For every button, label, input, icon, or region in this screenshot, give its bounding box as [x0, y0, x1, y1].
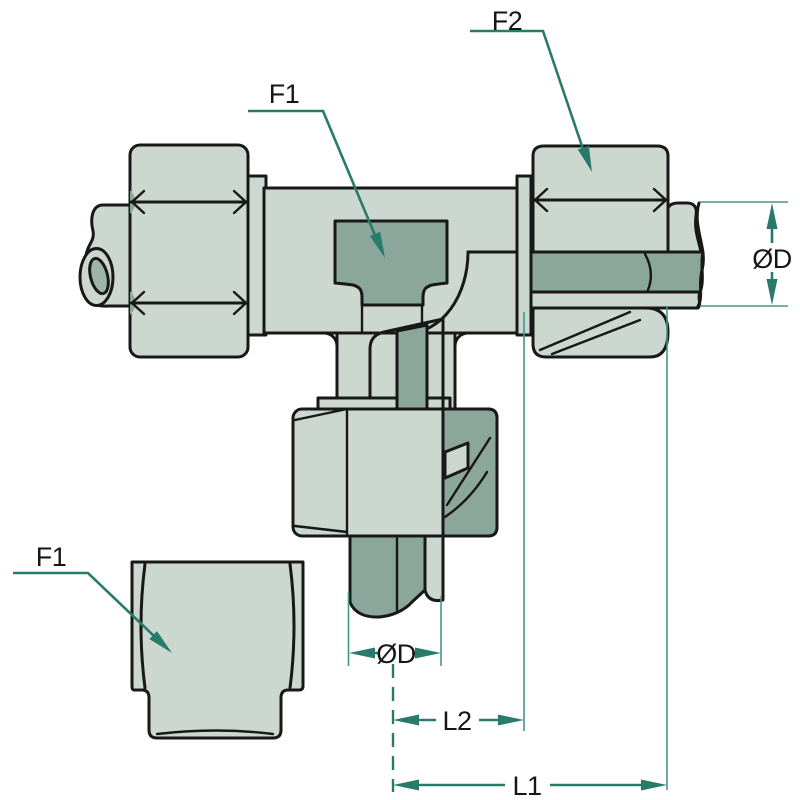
- callout-f1-bottom: F1: [13, 542, 172, 653]
- l2-label: L2: [442, 706, 471, 736]
- left-nut: [128, 143, 250, 359]
- right-tube: [525, 250, 705, 294]
- right-collar: [515, 174, 533, 337]
- ferrule-section: [443, 441, 470, 480]
- dimension-annotations: ØD ØD L2 L1: [347, 201, 792, 800]
- spanner-flat-f1: [333, 219, 449, 307]
- right-tube-flange: [525, 290, 702, 310]
- left-tube: [78, 203, 134, 308]
- branch-tube-lower-dark: [348, 534, 427, 619]
- dim-l2: L2: [393, 706, 524, 736]
- loose-nut-front: [130, 560, 305, 740]
- dim-od-right: ØD: [752, 203, 792, 305]
- dim-l1: L1: [393, 771, 667, 800]
- bottom-branch: [316, 317, 470, 411]
- branch-tube-upper: [395, 323, 429, 411]
- f1-middle-label: F1: [269, 79, 300, 109]
- callout-f1-middle: F1: [248, 79, 385, 258]
- od-bottom-label: ØD: [376, 639, 416, 669]
- tube-bore: [88, 256, 110, 296]
- right-assembly: [515, 144, 705, 359]
- f2-label: F2: [492, 6, 523, 36]
- l1-label: L1: [512, 771, 541, 800]
- branch-tube-lower-light: [423, 534, 445, 602]
- bottom-nut: [291, 407, 499, 619]
- bottom-washer: [316, 396, 452, 411]
- f1-bottom-label: F1: [36, 542, 67, 572]
- callout-leaders: F2 F1 F1: [13, 6, 592, 653]
- od-right-label: ØD: [752, 244, 792, 274]
- bottom-nut-cut-face: [441, 407, 499, 538]
- right-nut-bottom: [531, 306, 670, 359]
- dim-od-bottom: ØD: [349, 639, 441, 669]
- callout-f2: F2: [470, 6, 592, 172]
